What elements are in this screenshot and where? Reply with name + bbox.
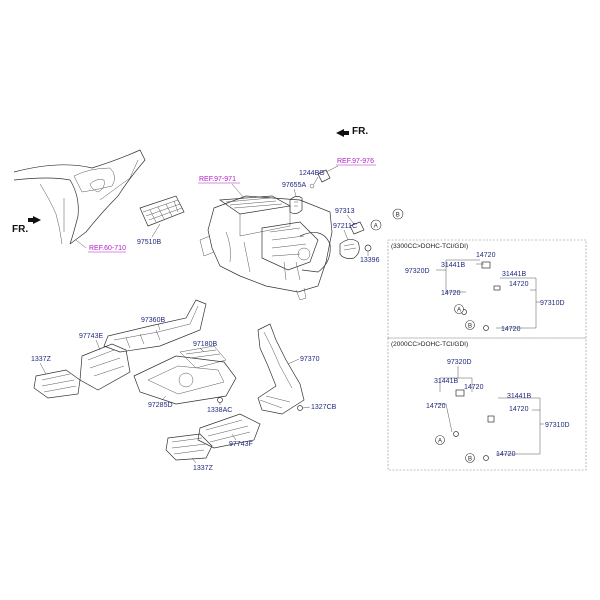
floor-duct-right (197, 413, 261, 449)
v3300-part-14720-top[interactable]: 14720 (476, 252, 496, 259)
ref-97-971-label[interactable]: REF.97-971 (199, 176, 236, 183)
vehicle-body-outline (13, 149, 146, 245)
variant-2000-panel: (2000CC>DOHC-TCI/GDI) (387, 337, 587, 471)
callout-b-2000[interactable]: B (465, 453, 475, 463)
fastener-1327CB (297, 405, 303, 411)
part-1338AC-label[interactable]: 1338AC (207, 407, 232, 414)
ref-97-976-label[interactable]: REF.97-976 (337, 158, 374, 165)
front-direction-left: FR. (12, 216, 41, 235)
front-label-left: FR. (12, 224, 28, 235)
svg-text:A: A (438, 439, 442, 445)
center-console-duct (133, 345, 237, 405)
part-13396-label[interactable]: 13396 (360, 257, 380, 264)
rear-duct-left (103, 299, 207, 353)
variant-2000-header: (2000CC>DOHC-TCI/GDI) (391, 341, 468, 348)
front-direction-top: FR. (336, 126, 368, 137)
v2000-part-97320D[interactable]: 97320D (447, 359, 472, 366)
callout-a-2000[interactable]: A (435, 435, 445, 445)
part-97313-label[interactable]: 97313 (335, 208, 355, 215)
part-97370-label[interactable]: 97370 (300, 356, 320, 363)
svg-text:A: A (374, 224, 378, 230)
svg-text:B: B (468, 324, 472, 330)
sensor-clip (289, 169, 331, 214)
rear-duct-right (257, 323, 305, 415)
callout-a-3300[interactable]: A (454, 304, 464, 314)
ref-60-710-label[interactable]: REF.60-710 (89, 245, 126, 252)
front-arrow-icon (28, 216, 41, 224)
floor-grille-bottom (165, 433, 213, 461)
v2000-part-14720-top[interactable]: 14720 (464, 384, 484, 391)
v2000-part-31441B-right[interactable]: 31441B (507, 393, 531, 400)
v2000-part-14720-left[interactable]: 14720 (426, 403, 446, 410)
rear-vent-grille (139, 195, 185, 227)
floor-duct-left (79, 343, 131, 391)
v2000-part-97310D[interactable]: 97310D (545, 422, 570, 429)
variant-3300-panel: (3300CC>DOHC-TCI/GDI) (387, 239, 587, 339)
part-97211C-label[interactable]: 97211C (333, 223, 357, 230)
callout-b-main[interactable]: B (392, 208, 404, 220)
v3300-part-14720-right[interactable]: 14720 (509, 281, 529, 288)
part-97743F-label[interactable]: 97743F (229, 441, 253, 448)
part-97285D-label[interactable]: 97285D (148, 402, 173, 409)
part-1244BG-label[interactable]: 1244BG (299, 170, 325, 177)
v3300-part-97310D[interactable]: 97310D (540, 300, 565, 307)
v2000-part-14720-right[interactable]: 14720 (509, 406, 529, 413)
floor-grille-left (33, 369, 81, 399)
front-arrow-icon (336, 129, 349, 137)
part-97360B-label[interactable]: 97360B (141, 317, 165, 324)
v2000-part-14720-bottom[interactable]: 14720 (496, 451, 516, 458)
svg-text:B: B (396, 213, 400, 219)
callout-b-3300[interactable]: B (465, 320, 475, 330)
v3300-part-14720-left[interactable]: 14720 (441, 290, 461, 297)
svg-text:A: A (457, 308, 461, 314)
part-97655A-label[interactable]: 97655A (282, 182, 306, 189)
v3300-part-31441B-left[interactable]: 31441B (441, 262, 465, 269)
part-97743E-label[interactable]: 97743E (79, 333, 103, 340)
callout-a-main[interactable]: A (370, 219, 382, 231)
svg-text:B: B (468, 457, 472, 463)
part-97180B-label[interactable]: 97180B (193, 341, 217, 348)
part-1337Z-bottom-label[interactable]: 1337Z (193, 465, 214, 472)
v3300-part-31441B-right[interactable]: 31441B (502, 271, 526, 278)
part-1327CB-label[interactable]: 1327CB (311, 404, 337, 411)
variant-3300-header: (3300CC>DOHC-TCI/GDI) (391, 243, 468, 250)
part-1337Z-left-label[interactable]: 1337Z (31, 356, 52, 363)
part-97510B-label[interactable]: 97510B (137, 239, 161, 246)
v3300-part-97320D[interactable]: 97320D (405, 268, 430, 275)
v3300-part-14720-bottom[interactable]: 14720 (501, 326, 521, 333)
hvac-module (199, 195, 333, 301)
v2000-part-31441B-left[interactable]: 31441B (434, 378, 458, 385)
fastener-1338AC (217, 397, 223, 403)
front-label-top: FR. (352, 126, 368, 137)
